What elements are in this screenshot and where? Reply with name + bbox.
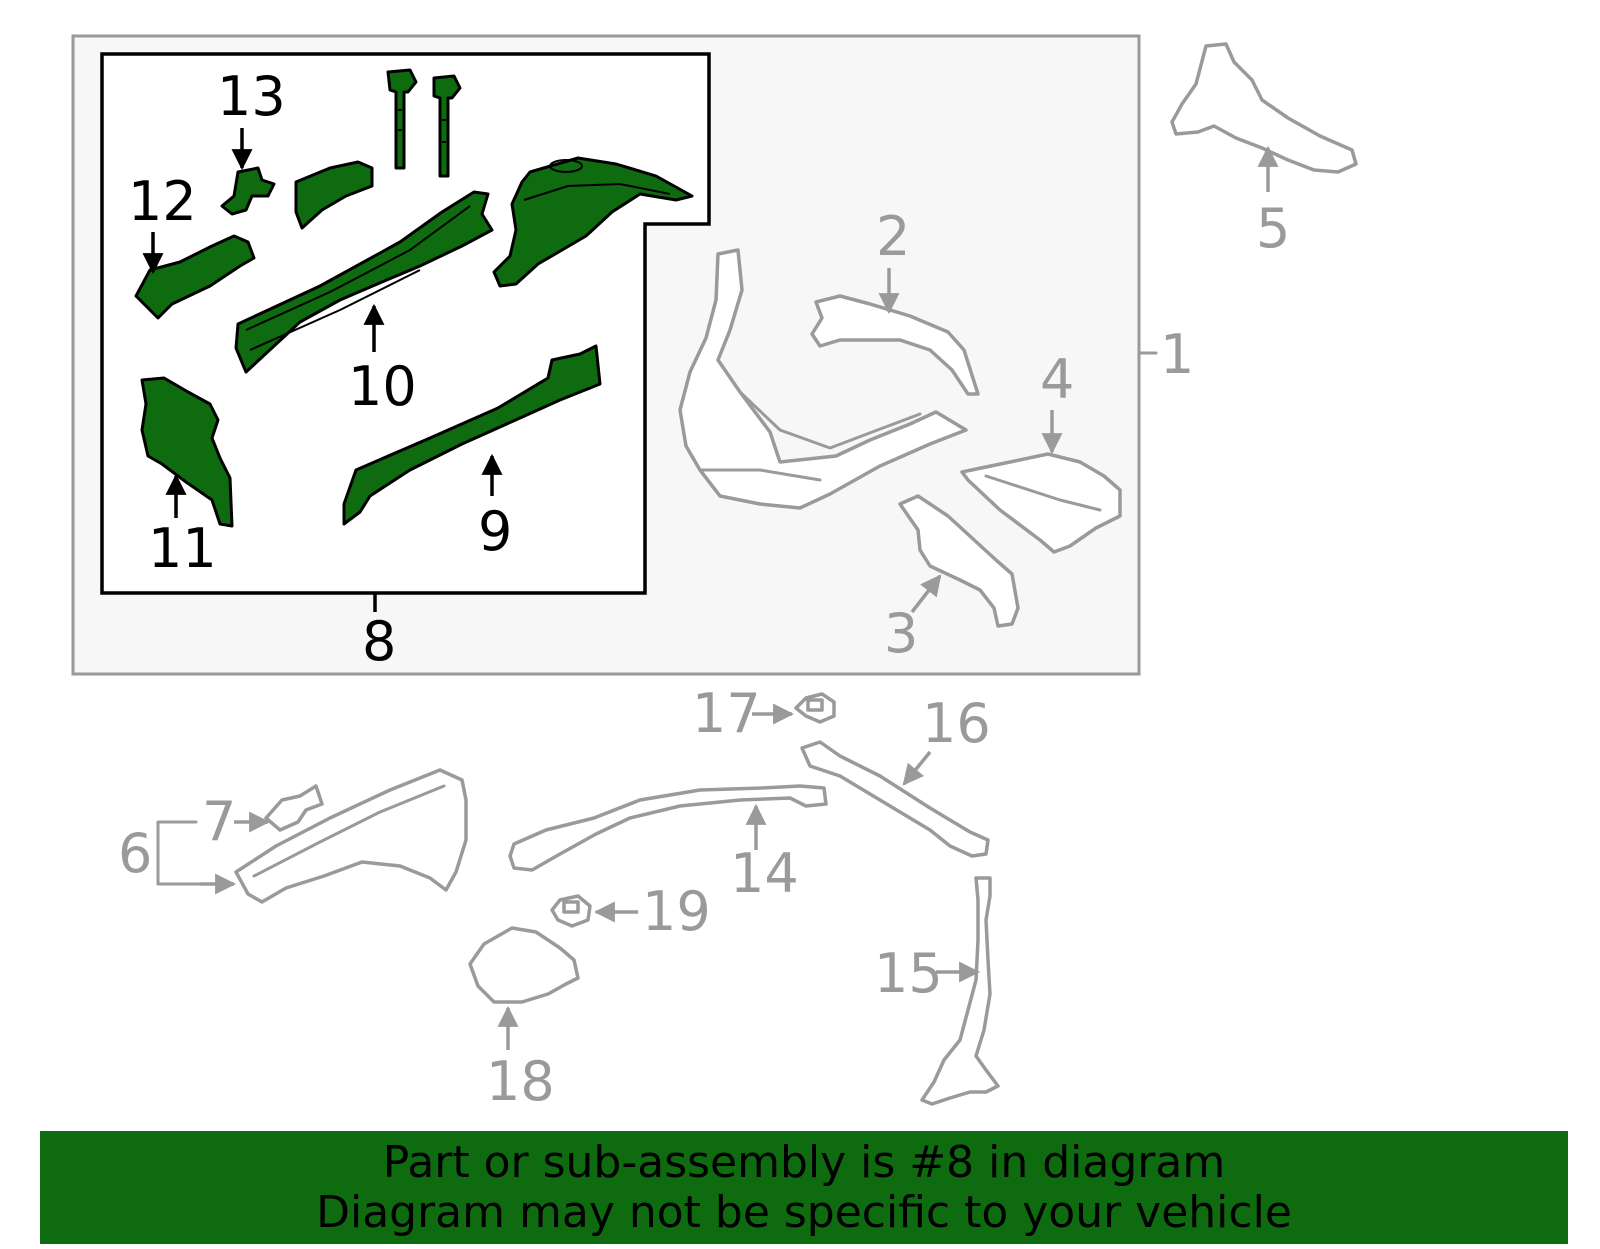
part-4[interactable] bbox=[960, 452, 1122, 554]
bracket[interactable] bbox=[294, 160, 374, 230]
part-18[interactable] bbox=[468, 926, 580, 1004]
bolts[interactable] bbox=[386, 68, 462, 178]
callout-18: 18 bbox=[486, 1050, 555, 1113]
part-3[interactable] bbox=[898, 494, 1020, 628]
callout-19: 19 bbox=[642, 880, 711, 943]
part-7[interactable] bbox=[264, 784, 324, 832]
part-17[interactable] bbox=[794, 692, 836, 724]
part-9[interactable] bbox=[342, 344, 602, 526]
banner-line-1: Part or sub-assembly is #8 in diagram bbox=[382, 1136, 1226, 1188]
callout-11: 11 bbox=[148, 517, 217, 580]
part-13[interactable] bbox=[220, 166, 276, 216]
callout-9: 9 bbox=[478, 500, 512, 563]
callout-1: 1 bbox=[1160, 323, 1194, 386]
part-12[interactable] bbox=[134, 234, 256, 320]
callout-2: 2 bbox=[876, 205, 910, 268]
part-6[interactable] bbox=[234, 768, 468, 904]
callout-3: 3 bbox=[884, 602, 918, 665]
callout-6: 6 bbox=[118, 822, 152, 885]
callout-4: 4 bbox=[1040, 348, 1074, 411]
callout-15: 15 bbox=[874, 942, 943, 1005]
upper-rail-piece[interactable] bbox=[492, 156, 694, 288]
callout-17: 17 bbox=[692, 682, 761, 745]
part-16[interactable] bbox=[800, 740, 990, 858]
part-5[interactable] bbox=[1170, 42, 1358, 174]
part-19[interactable] bbox=[550, 894, 592, 928]
callout-8: 8 bbox=[362, 610, 396, 673]
callout-10: 10 bbox=[348, 355, 417, 418]
info-banner: Part or sub-assembly is #8 in diagram Di… bbox=[40, 1131, 1568, 1244]
bracket-6 bbox=[156, 820, 234, 886]
banner-line-2: Diagram may not be specific to your vehi… bbox=[316, 1186, 1292, 1238]
callout-13: 13 bbox=[217, 65, 286, 128]
callout-14: 14 bbox=[730, 842, 799, 905]
part-11[interactable] bbox=[140, 376, 234, 528]
part-14[interactable] bbox=[508, 784, 828, 872]
part-15[interactable] bbox=[920, 876, 1000, 1106]
side-frame[interactable] bbox=[678, 248, 968, 510]
callout-7: 7 bbox=[202, 790, 236, 853]
callout-16: 16 bbox=[922, 692, 991, 755]
callout-5: 5 bbox=[1256, 197, 1290, 260]
callout-12: 12 bbox=[128, 170, 197, 233]
